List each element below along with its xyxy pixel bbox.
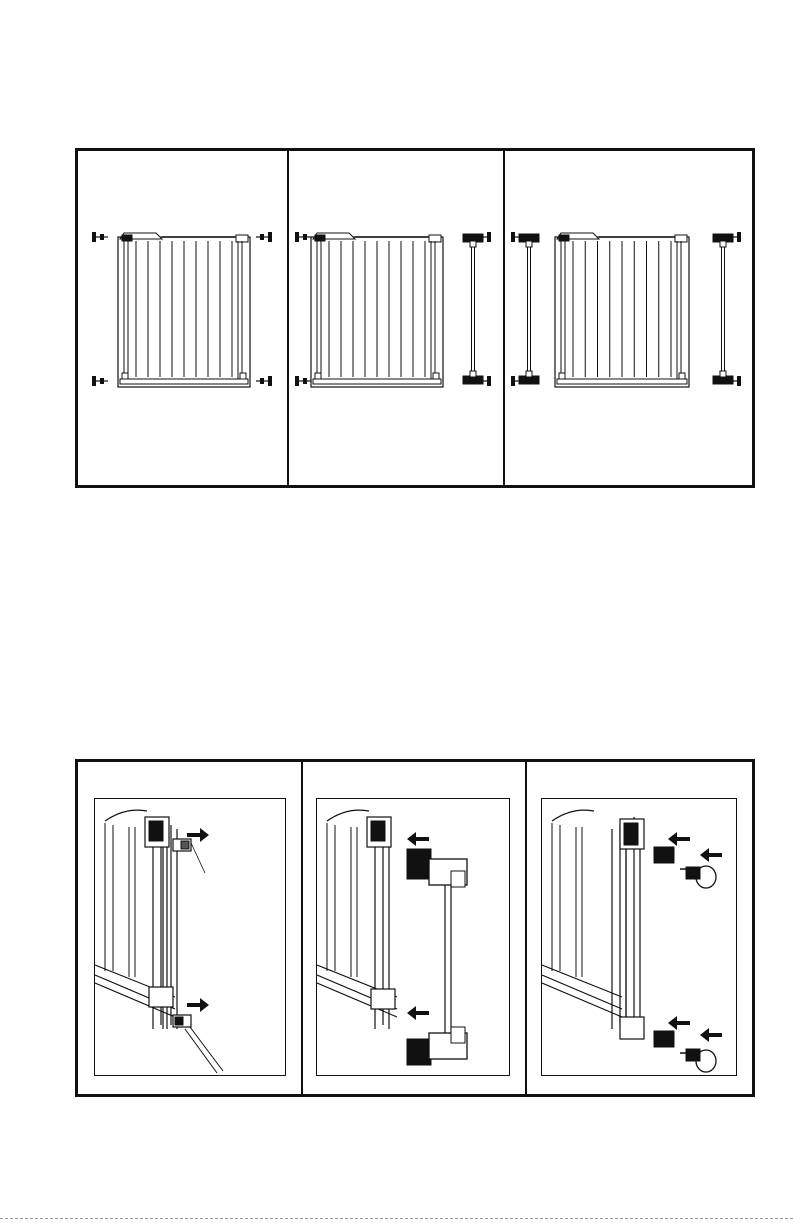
top-end-clamp-inner — [149, 821, 163, 841]
bolt-head — [92, 232, 96, 242]
step-attach-extension-inset — [316, 798, 510, 1076]
step-remove-end-caps-inset — [94, 798, 286, 1076]
bolt-head — [487, 232, 491, 242]
extension-bottom-connector — [407, 1039, 431, 1065]
step-remove-end-caps-illustration — [95, 799, 285, 1075]
bolt-nut — [519, 378, 523, 384]
extension-post — [612, 825, 626, 1029]
bolt-head — [92, 376, 96, 386]
gate-latch — [122, 235, 132, 241]
gate-hinge — [675, 235, 687, 242]
bolt-head — [268, 232, 272, 242]
gate-corner — [315, 373, 321, 379]
extension-top-connector — [407, 849, 431, 879]
bottom-end-clamp — [371, 989, 395, 1009]
gate-corner — [240, 373, 246, 379]
bottom-clamp — [620, 1017, 644, 1039]
gate-top-curve — [552, 810, 594, 821]
bolt-nut — [729, 234, 733, 240]
bolt-nut — [729, 378, 733, 384]
screwdriver-hint — [191, 843, 205, 873]
arrow-insert-top-cap — [668, 832, 690, 846]
gate-latch — [559, 235, 569, 241]
extension-collar — [526, 371, 532, 377]
extension-collar — [470, 371, 476, 377]
gate — [118, 233, 250, 387]
bottom-end-clamp — [149, 987, 173, 1007]
arrow-insert-bottom-cap — [668, 1016, 690, 1030]
extension-collar — [526, 241, 532, 247]
panel-gate-with-two-extensions — [505, 151, 752, 485]
bolt-head — [737, 376, 741, 386]
bolt-head — [511, 376, 515, 386]
bottom-end-cap-hole — [175, 1017, 183, 1025]
panel-gate-with-one-extension — [289, 151, 503, 485]
panel-gate-only — [78, 151, 287, 485]
arrow-attach-top — [407, 832, 429, 846]
gate — [311, 233, 443, 387]
bolt-nut — [303, 234, 307, 240]
bolt-nut — [519, 234, 523, 240]
gate-corner — [122, 373, 128, 379]
extension-collar — [720, 241, 726, 247]
gate-latch — [315, 235, 325, 241]
top-end-clamp-inner — [371, 821, 385, 841]
gate-hinge — [429, 235, 441, 242]
gate-corner — [679, 373, 685, 379]
bolt-head — [268, 376, 272, 386]
top-end-cap-hole — [181, 841, 189, 849]
gate-corner — [433, 373, 439, 379]
bolt-nut — [479, 378, 483, 384]
arrow-insert-top-bolt — [700, 848, 722, 862]
gate-hinge — [236, 235, 248, 242]
extension — [519, 234, 539, 384]
bolt-nut — [260, 234, 264, 240]
gate-with-two-extensions-illustration — [505, 151, 752, 485]
bottom-bolt-nut — [686, 1049, 700, 1061]
gate-configurations-figure — [75, 148, 755, 488]
figure-divider — [525, 762, 527, 1094]
gate-with-one-extension-illustration — [289, 151, 503, 485]
bolt-head — [737, 232, 741, 242]
bolt-nut — [100, 378, 104, 384]
arrow-attach-bottom — [407, 1006, 429, 1020]
step-insert-bolts-inset — [541, 798, 737, 1076]
figure-divider — [301, 762, 303, 1094]
arrow-insert-bottom-bolt — [700, 1028, 722, 1042]
arrow-remove-bottom — [187, 998, 209, 1012]
page-cut-line — [0, 1218, 793, 1219]
gate-only-illustration — [78, 151, 287, 485]
extension-collar — [470, 241, 476, 247]
extension-top-bracket — [451, 871, 465, 887]
top-end-cap — [654, 847, 674, 863]
top-clamp-inner — [624, 823, 638, 845]
bolt-head — [487, 376, 491, 386]
gate-bottom-rail — [313, 379, 441, 384]
bottom-end-cap — [654, 1031, 674, 1047]
extension-bottom-bracket — [451, 1027, 465, 1043]
extension-installation-figure — [75, 759, 755, 1097]
extension — [713, 234, 733, 384]
gate-corner — [559, 373, 565, 379]
gate-bottom-rail — [120, 379, 248, 384]
bolt-nut — [100, 234, 104, 240]
screwdriver — [185, 1027, 223, 1073]
bolt-nut — [260, 378, 264, 384]
bolt-head — [295, 232, 299, 242]
bolt-head — [295, 376, 299, 386]
gate-top-curve — [327, 810, 369, 821]
gate — [555, 233, 689, 387]
bolt-nut — [479, 234, 483, 240]
gate-top-curve — [105, 810, 147, 821]
step-attach-extension-illustration — [317, 799, 509, 1075]
bolt-nut — [303, 378, 307, 384]
step-insert-bolts-illustration — [542, 799, 736, 1075]
bolt-head — [511, 232, 515, 242]
extension-collar — [720, 371, 726, 377]
gate-bottom-rail — [557, 379, 687, 384]
top-bolt-nut — [686, 867, 700, 879]
extension — [463, 234, 483, 384]
